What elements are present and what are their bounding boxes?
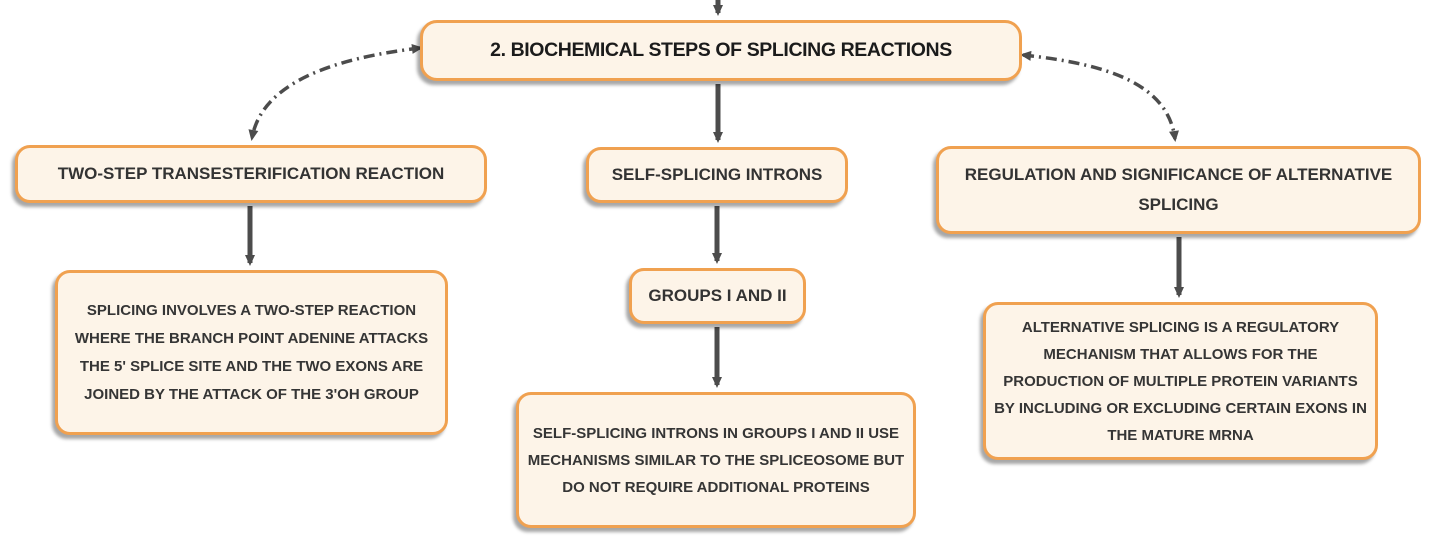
detail-node-alternative-splicing-description[interactable]: ALTERNATIVE SPLICING IS A REGULATORY MEC… [983,302,1378,460]
sub-node-groups-i-and-ii[interactable]: GROUPS I AND II [629,268,806,324]
branch-node-label: REGULATION AND SIGNIFICANCE OF ALTERNATI… [964,165,1393,214]
branch-node-two-step-transesterification[interactable]: TWO-STEP TRANSESTERIFICATION REACTION [15,145,487,203]
detail-node-text: SELF-SPLICING INTRONS IN GROUPS I AND II… [527,424,905,496]
detail-node-text: ALTERNATIVE SPLICING IS A REGULATORY MEC… [994,318,1367,444]
detail-node-text: SPLICING INVOLVES A TWO-STEP REACTION WH… [74,301,429,403]
branch-node-regulation-significance[interactable]: REGULATION AND SIGNIFICANCE OF ALTERNATI… [936,146,1421,234]
detail-node-self-splicing-description[interactable]: SELF-SPLICING INTRONS IN GROUPS I AND II… [516,392,916,528]
sub-node-label: GROUPS I AND II [648,286,787,305]
branch-node-label: TWO-STEP TRANSESTERIFICATION REACTION [57,164,445,183]
detail-node-two-step-description[interactable]: SPLICING INVOLVES A TWO-STEP REACTION WH… [55,270,448,435]
root-node[interactable]: 2. BIOCHEMICAL STEPS OF SPLICING REACTIO… [420,20,1022,81]
branch-node-self-splicing-introns[interactable]: SELF-SPLICING INTRONS [586,147,848,203]
root-node-label: 2. BIOCHEMICAL STEPS OF SPLICING REACTIO… [490,39,952,61]
connector-root-to-regulation [1020,50,1179,142]
branch-node-label: SELF-SPLICING INTRONS [611,165,823,184]
connector-root-to-two-step [248,43,423,141]
